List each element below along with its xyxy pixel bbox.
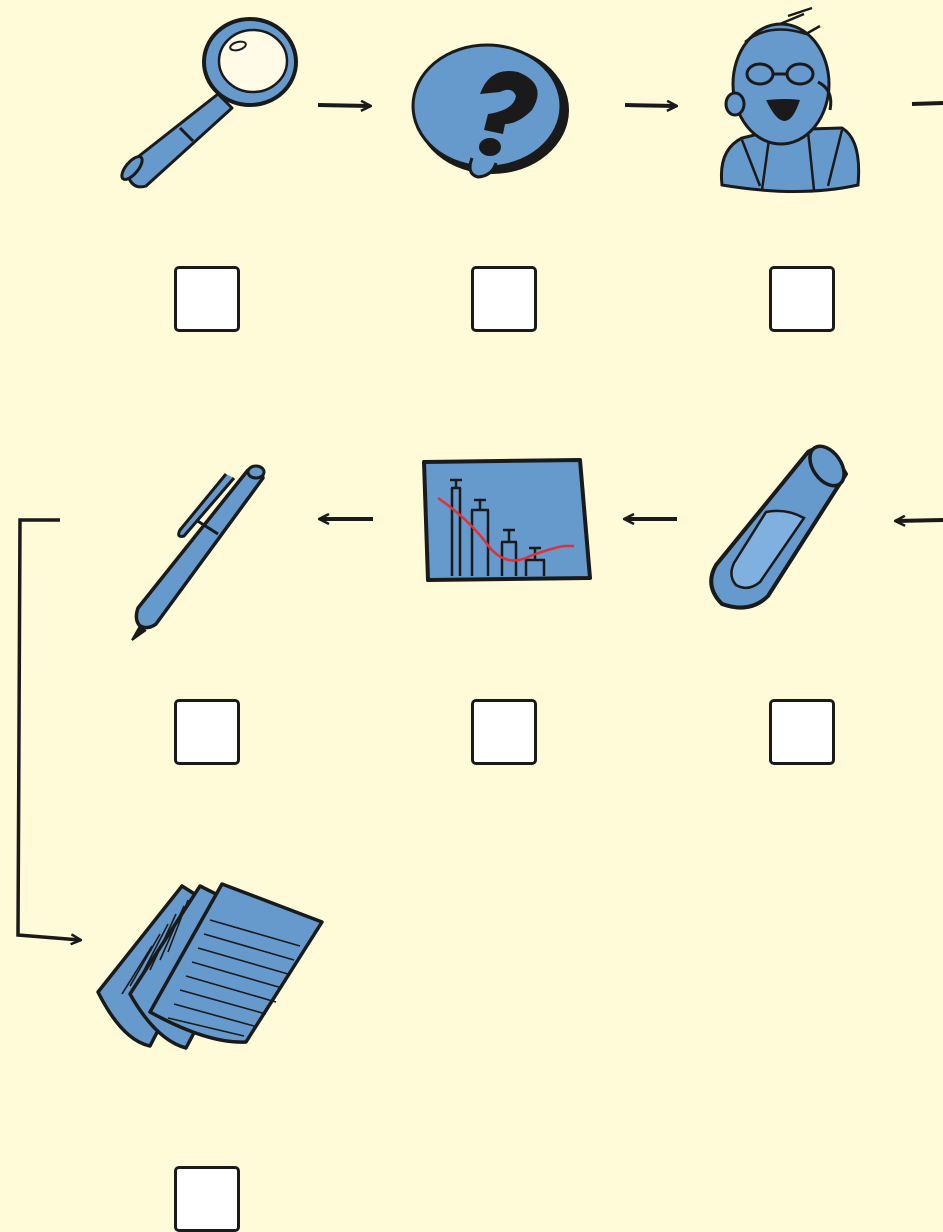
answer-text-6 (177, 702, 237, 762)
answer-box-7[interactable] (174, 1166, 240, 1232)
answer-box-5[interactable] (471, 699, 537, 765)
bar-chart-icon (424, 460, 590, 580)
answer-box-1[interactable] (174, 266, 240, 332)
answer-text-7 (177, 1169, 237, 1229)
question-bubble-icon (413, 45, 569, 177)
scientist-icon (721, 8, 858, 192)
answer-text-1 (177, 269, 237, 329)
magnifying-glass-icon (118, 19, 296, 187)
arrow-3-to-4-start (912, 103, 943, 104)
answer-text-4 (772, 702, 832, 762)
answer-box-4[interactable] (769, 699, 835, 765)
pen-icon (132, 466, 264, 640)
answer-text-2 (474, 269, 534, 329)
bracket-connector (18, 520, 80, 940)
arrow-2-to-3 (625, 105, 676, 106)
documents-icon (98, 884, 322, 1048)
answer-box-6[interactable] (174, 699, 240, 765)
answer-box-2[interactable] (471, 266, 537, 332)
answer-box-3[interactable] (769, 266, 835, 332)
arrow-1-to-2 (318, 105, 370, 106)
answer-text-5 (474, 702, 534, 762)
test-tube-icon (711, 440, 851, 608)
answer-text-3 (772, 269, 832, 329)
arrow-4-from-right (896, 520, 943, 521)
